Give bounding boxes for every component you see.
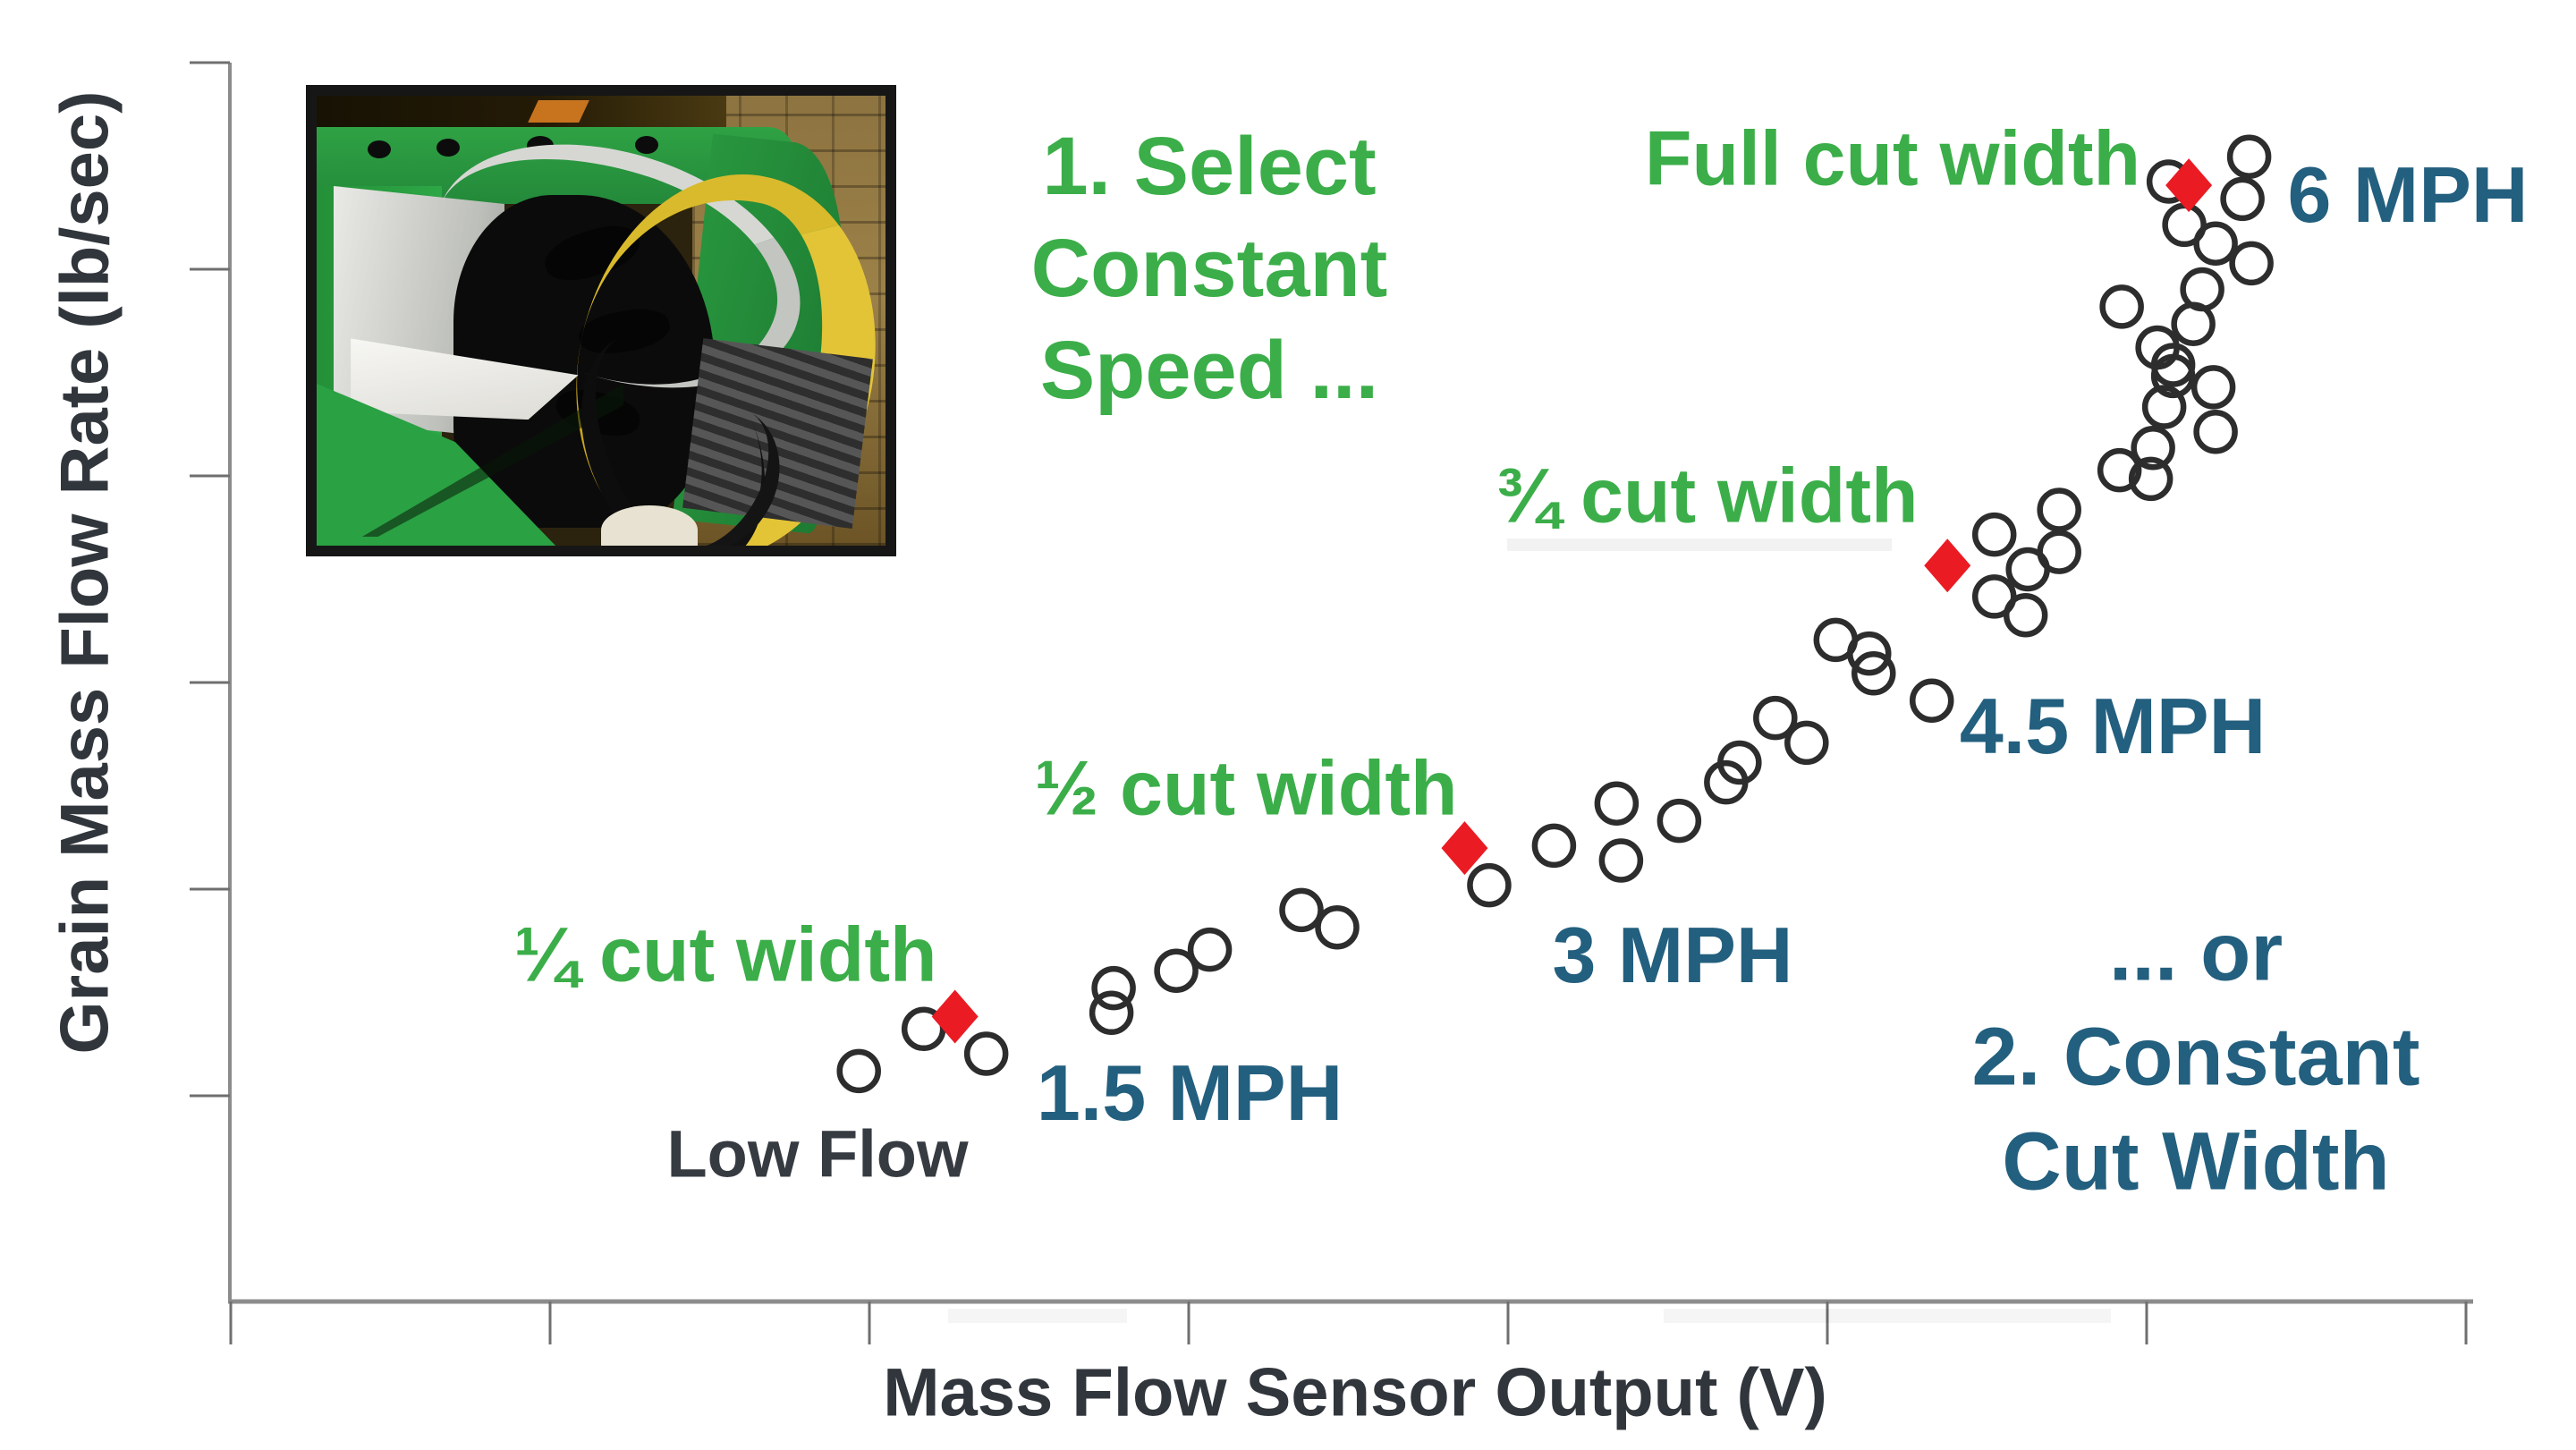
sample-point-circle (1187, 927, 1233, 972)
sample-point-circle (2037, 488, 2081, 532)
sample-point-circle (1531, 823, 1577, 869)
sample-point-circle (1279, 887, 1324, 933)
sample-point-circle (836, 1048, 881, 1094)
label-4-5-mph: 4.5 MPH (1959, 682, 2267, 770)
calibration-diamond-marker (1924, 538, 1971, 593)
method1-line2: Constant (1030, 223, 1388, 314)
scatter-points-group (836, 134, 2274, 1094)
photo-bolt-hole (436, 138, 460, 157)
sample-point-circle (963, 1031, 1009, 1076)
sample-point-circle (1852, 651, 1896, 696)
x-axis-title: Mass Flow Sensor Output (V) (883, 1354, 1827, 1431)
sample-point-circle (1091, 965, 1136, 1011)
method1-line3: Speed ... (1039, 325, 1379, 416)
sample-point-circle (2229, 241, 2274, 286)
photo-glove (601, 505, 699, 546)
photo-bolt-hole (368, 140, 392, 159)
artifact-smudge (1507, 538, 1892, 551)
sample-point-circle (1971, 512, 2017, 557)
label-3-mph: 3 MPH (1552, 911, 1793, 999)
sample-point-circle (1909, 678, 1954, 724)
sample-point-circle (2220, 176, 2265, 222)
artifact-smudge (948, 1309, 1127, 1323)
sample-point-circle (1971, 574, 2017, 619)
method2-line2: 2. Constant (1971, 1011, 2420, 1103)
sample-point-circle (1784, 720, 1829, 766)
sample-point-circle (2180, 267, 2224, 312)
label-quarter-cut-width: ¼ cut width (513, 912, 937, 998)
photo-bolt-hole (527, 136, 555, 157)
sample-point-circle (2150, 343, 2196, 387)
sample-point-circle (1467, 862, 1512, 908)
sample-point-circle (2141, 385, 2187, 429)
method2-line3: Cut Width (2002, 1115, 2390, 1208)
axes (190, 61, 2473, 1344)
method2-line1: ... or (2108, 906, 2284, 998)
sample-point-circle (1315, 904, 1360, 950)
sample-point-circle (2097, 447, 2142, 493)
sample-point-circle (2226, 134, 2272, 180)
photo-bolt-hole (635, 136, 659, 155)
method1-heading: 1. Select Constant Speed ... (1031, 115, 1388, 421)
sample-point-circle (1753, 695, 1798, 741)
label-low-flow: Low Flow (666, 1116, 969, 1191)
photo-orange-sticker (527, 100, 589, 123)
method2-heading: ... or 2. Constant Cut Width (1972, 901, 2420, 1215)
label-6-mph: 6 MPH (2287, 150, 2529, 239)
label-1-5-mph: 1.5 MPH (1036, 1048, 1343, 1137)
label-half-cut-width: ½ cut width (1034, 745, 1458, 832)
method1-line1: 1. Select (1042, 121, 1377, 212)
label-three-quarter-cut-width: ¾ cut width (1495, 453, 1919, 539)
sample-point-circle (1657, 798, 1702, 844)
calibration-diamond-marker (2165, 158, 2213, 213)
sample-point-circle (1717, 740, 1762, 785)
sample-point-circle (1089, 990, 1134, 1036)
y-axis-title: Grain Mass Flow Rate (lb/sec) (47, 90, 123, 1055)
calibration-diamond-marker (931, 989, 979, 1044)
sample-point-circle (2003, 592, 2048, 638)
sample-point-circle (1847, 631, 1892, 676)
sample-point-circle (1598, 838, 1644, 883)
sample-point-circle (1594, 781, 1640, 826)
sample-point-circle (1154, 948, 1199, 993)
artifact-smudge (1664, 1309, 2111, 1323)
calibration-diamonds-group (931, 158, 2213, 1044)
sample-point-circle (2190, 365, 2236, 410)
sample-point-circle (2193, 221, 2238, 266)
sample-point-circle (2005, 547, 2050, 592)
label-full-cut-width: Full cut width (1644, 115, 2141, 202)
sample-point-circle (2099, 284, 2144, 329)
sample-point-circle (2193, 409, 2238, 454)
sample-point-circle (2128, 456, 2174, 502)
calibration-diamond-marker (1441, 821, 1488, 876)
inset-photo-grain-elevator (306, 85, 896, 556)
sample-point-circle (2131, 425, 2175, 471)
